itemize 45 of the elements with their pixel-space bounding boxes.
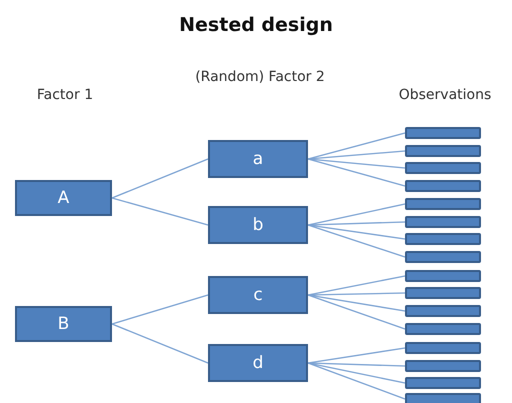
connector-line (308, 362, 406, 400)
observation-bar (405, 342, 481, 354)
observation-bar (405, 162, 481, 174)
observation-bar (405, 377, 481, 389)
diagram-title: Nested design (178, 14, 334, 36)
observation-bar (405, 233, 481, 245)
observation-bar (405, 145, 481, 157)
connector-line (308, 347, 406, 364)
column-header: Factor 1 (36, 86, 94, 105)
observation-bar (405, 360, 481, 372)
factor-box: d (208, 344, 308, 382)
observation-bar (405, 198, 481, 210)
connector-line (308, 158, 406, 169)
connector-line (112, 197, 208, 226)
connector-line (308, 150, 406, 160)
connector-line (308, 275, 406, 296)
connector-line (308, 294, 406, 330)
observation-bar (405, 180, 481, 192)
observation-bar (405, 270, 481, 282)
connector-line (308, 224, 406, 258)
observation-bar (405, 323, 481, 335)
factor-box: a (208, 140, 308, 178)
observation-bar (405, 287, 481, 299)
observation-bar (405, 127, 481, 139)
connector-line (308, 294, 406, 312)
factor-box: b (208, 206, 308, 244)
column-header: Observations (398, 86, 492, 105)
factor-box: c (208, 276, 308, 314)
observation-bar (405, 216, 481, 228)
connector-line (308, 132, 406, 160)
observation-bar (405, 251, 481, 263)
connector-line (112, 323, 208, 364)
connector-line (308, 203, 406, 226)
factor-box: A (15, 180, 112, 216)
connector-line (308, 292, 406, 296)
factor-box: B (15, 306, 112, 342)
observation-bar (405, 305, 481, 317)
column-header: (Random) Factor 2 (195, 68, 325, 87)
connector-line (308, 362, 406, 367)
observation-bar (405, 393, 481, 403)
connector-line (308, 224, 406, 240)
connector-line (112, 158, 208, 199)
connector-line (112, 294, 208, 325)
connector-line (308, 362, 406, 384)
connector-line (308, 158, 406, 187)
